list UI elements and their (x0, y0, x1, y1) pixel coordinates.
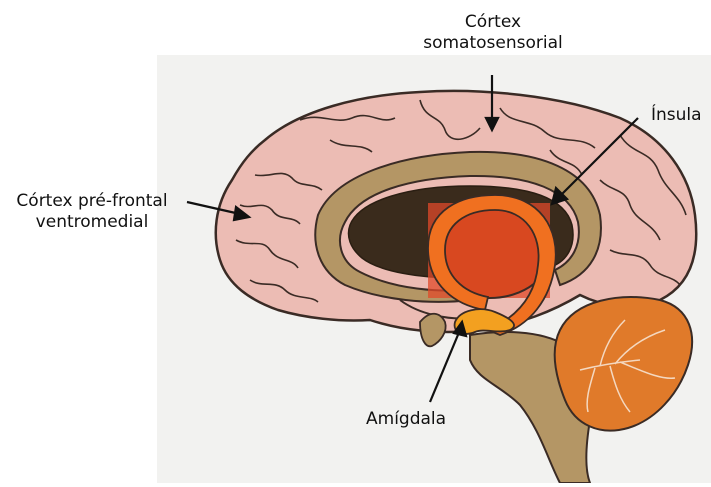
label-amygdala: Amígdala (366, 409, 446, 430)
label-vmpfc-line2: ventromedial (2, 212, 182, 233)
label-somatosensory-line1: Córtex (405, 12, 581, 33)
label-somatosensory-line2: somatosensorial (405, 33, 581, 54)
label-vmpfc-line1: Córtex pré-frontal (2, 191, 182, 212)
label-vmpfc: Córtex pré-frontal ventromedial (2, 191, 182, 233)
label-somatosensory: Córtex somatosensorial (405, 12, 581, 54)
label-insula: Ínsula (651, 105, 702, 126)
